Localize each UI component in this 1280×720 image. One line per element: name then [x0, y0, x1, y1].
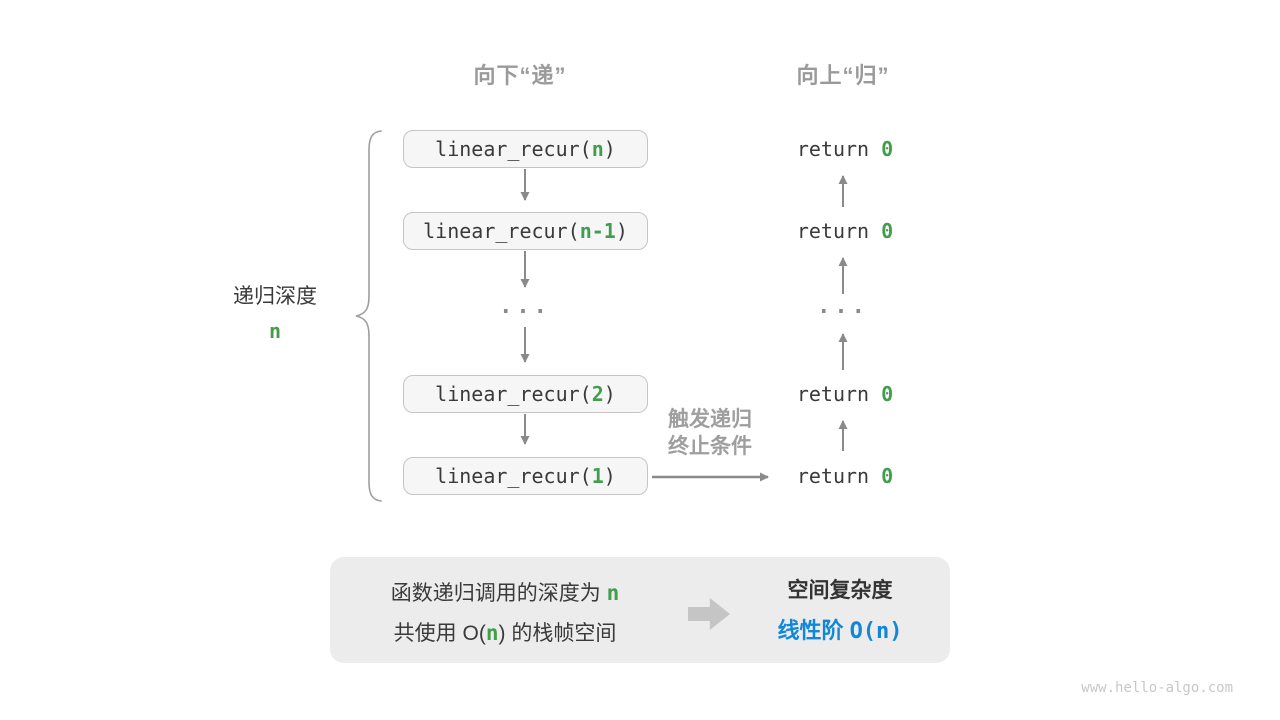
terminate-note-line2: 终止条件 — [668, 435, 752, 458]
return-statement: return 0 — [765, 462, 925, 490]
header-recurse-down: 向下“递” — [473, 63, 567, 88]
return-value: 0 — [881, 219, 894, 243]
right-block-arrow-icon — [688, 598, 730, 630]
site-watermark: www.hello-algo.com — [1081, 680, 1233, 696]
return-keyword: return — [796, 382, 882, 406]
call-box-text: ) — [615, 219, 628, 243]
call-box-arg: n — [591, 137, 604, 161]
summary-space-text-post: ) 的栈帧空间 — [498, 622, 617, 645]
call-box-arg: n-1 — [579, 219, 616, 243]
summary-right-text: 空间复杂度 线性阶 O(n) — [745, 575, 935, 647]
return-statement: return 0 — [765, 217, 925, 245]
call-box-arg: 2 — [591, 382, 604, 406]
stack-ellipsis: ... — [499, 294, 551, 319]
call-box-text: linear_recur( — [423, 219, 580, 243]
call-box-text: ) — [603, 382, 616, 406]
terminate-note-line1: 触发递归 — [668, 408, 752, 431]
call-box-text: ) — [603, 464, 616, 488]
linear-order-label: 线性阶 — [777, 618, 850, 643]
return-keyword: return — [796, 219, 882, 243]
summary-depth-n: n — [606, 581, 620, 605]
summary-depth-text: 函数递归调用的深度为 — [390, 582, 607, 605]
call-box-2: linear_recur(2) — [403, 375, 648, 413]
return-statement: return 0 — [765, 380, 925, 408]
return-keyword: return — [796, 137, 882, 161]
summary-depth-line: 函数递归调用的深度为 n — [340, 577, 670, 609]
call-box-text: linear_recur( — [435, 382, 592, 406]
summary-space-text-pre: 共使用 O( — [393, 622, 486, 645]
return-keyword: return — [796, 464, 882, 488]
call-box-text: ) — [603, 137, 616, 161]
call-box-text: linear_recur( — [435, 464, 592, 488]
call-box-text: linear_recur( — [435, 137, 592, 161]
depth-brace — [355, 130, 382, 502]
big-o-notation: O(n) — [849, 619, 903, 644]
return-value: 0 — [881, 464, 894, 488]
summary-space-n: n — [485, 621, 499, 645]
terminate-condition-note: 触发递归 终止条件 — [640, 406, 780, 460]
return-statement: return 0 — [765, 135, 925, 163]
recursion-depth-title: 递归深度 — [233, 285, 317, 308]
summary-space-line: 共使用 O(n) 的栈帧空间 — [340, 617, 670, 649]
call-box-n: linear_recur(n) — [403, 130, 648, 168]
recursion-depth-label: 递归深度 n — [195, 280, 355, 343]
call-box-n-1: linear_recur(n-1) — [403, 212, 648, 250]
return-value: 0 — [881, 137, 894, 161]
call-box-1: linear_recur(1) — [403, 457, 648, 495]
recursion-depth-value: n — [268, 319, 282, 343]
complexity-summary-panel: 函数递归调用的深度为 n 共使用 O(n) 的栈帧空间 空间复杂度 线性阶 O(… — [330, 557, 950, 663]
header-return-up: 向上“归” — [796, 63, 890, 88]
space-complexity-value: 线性阶 O(n) — [745, 615, 935, 647]
call-box-arg: 1 — [591, 464, 604, 488]
returns-ellipsis: ... — [817, 294, 869, 319]
space-complexity-title: 空间复杂度 — [787, 579, 893, 602]
return-value: 0 — [881, 382, 894, 406]
summary-left-text: 函数递归调用的深度为 n 共使用 O(n) 的栈帧空间 — [340, 577, 670, 657]
